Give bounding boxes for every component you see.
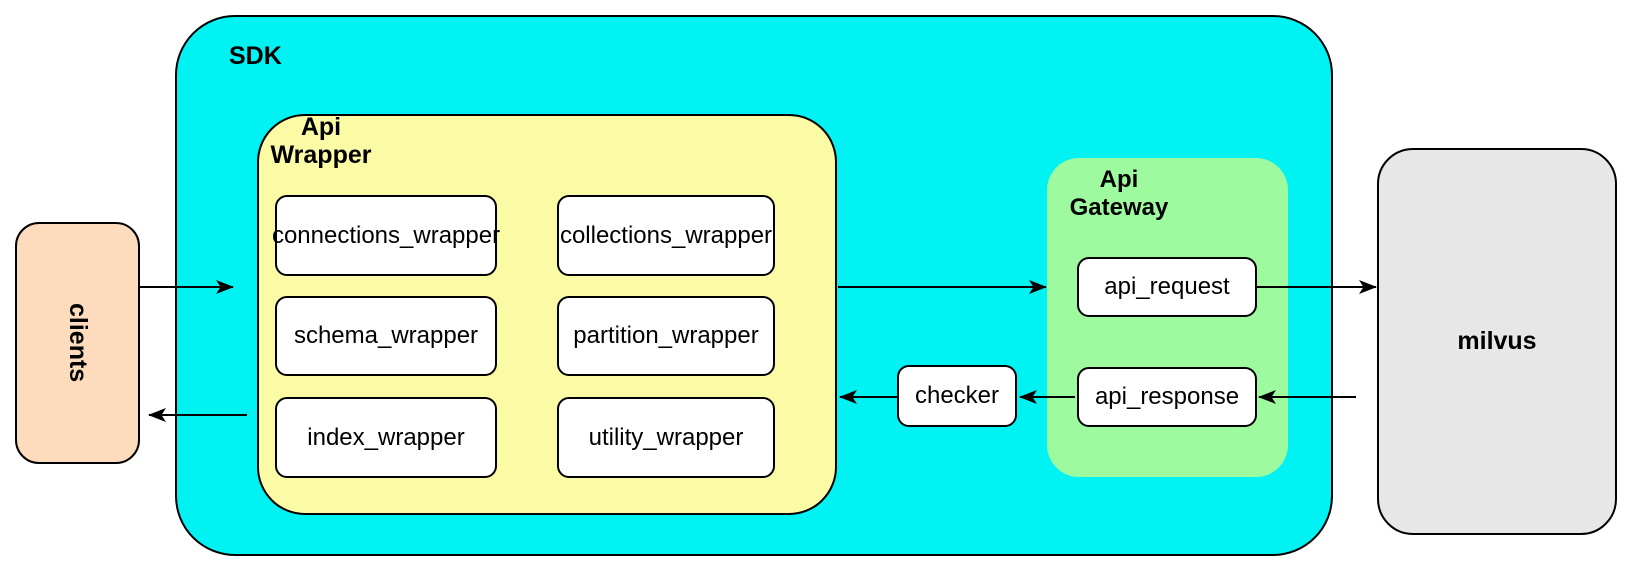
sdk-label: SDK bbox=[229, 42, 282, 70]
api-gateway-label-line2: Gateway bbox=[1069, 194, 1169, 221]
api-wrapper-label-line1: Api bbox=[300, 113, 342, 141]
clients-label: clients bbox=[64, 303, 92, 383]
api-wrapper-label-line2: Wrapper bbox=[270, 141, 372, 169]
index-wrapper-node: index_wrapper bbox=[275, 397, 497, 478]
clients-node: clients bbox=[15, 222, 140, 464]
api-gateway-label-line1: Api bbox=[1099, 166, 1139, 193]
api-wrapper-label: Api Wrapper bbox=[255, 113, 387, 169]
milvus-label: milvus bbox=[1457, 327, 1537, 355]
collections-wrapper-node: collections_wrapper bbox=[557, 195, 775, 276]
api-response-node: api_response bbox=[1077, 367, 1257, 427]
milvus-node: milvus bbox=[1377, 148, 1617, 535]
utility-wrapper-node: utility_wrapper bbox=[557, 397, 775, 478]
checker-node: checker bbox=[897, 365, 1017, 427]
api-request-node: api_request bbox=[1077, 257, 1257, 317]
connections-wrapper-node: connections_wrapper bbox=[272, 195, 500, 276]
api-gateway-label: Api Gateway bbox=[1053, 166, 1185, 222]
partition-wrapper-node: partition_wrapper bbox=[557, 296, 775, 376]
schema-wrapper-node: schema_wrapper bbox=[275, 296, 497, 376]
